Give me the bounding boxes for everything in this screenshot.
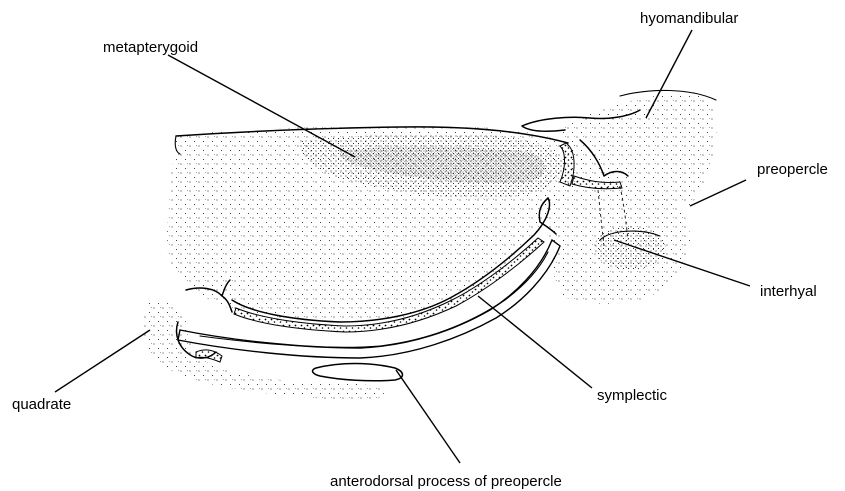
- leader-symplectic: [478, 296, 592, 388]
- label-metapterygoid: metapterygoid: [103, 39, 198, 56]
- label-anterodorsal-process: anterodorsal process of preopercle: [330, 473, 562, 490]
- label-hyomandibular: hyomandibular: [640, 10, 738, 27]
- label-preopercle: preopercle: [757, 161, 828, 178]
- interhyal-bone: [594, 226, 666, 270]
- label-interhyal: interhyal: [760, 283, 817, 300]
- anterodorsal-process-outline: [313, 364, 403, 381]
- label-quadrate: quadrate: [12, 396, 71, 413]
- leader-quadrate: [55, 330, 150, 392]
- interhyal-body: [594, 226, 666, 270]
- leader-anterodorsal: [396, 370, 460, 463]
- metapterygoid-bone: [167, 125, 585, 332]
- hyomandibular-body: [560, 92, 716, 205]
- label-symplectic: symplectic: [597, 387, 668, 404]
